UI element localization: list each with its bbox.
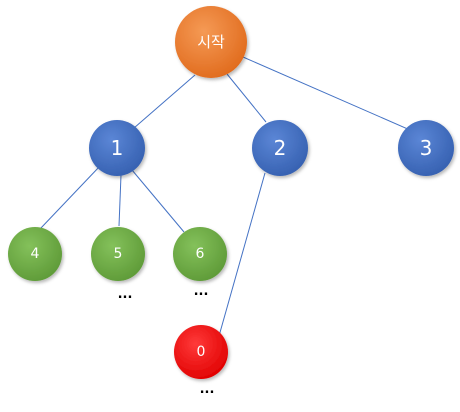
- edge-start-3: [242, 56, 411, 131]
- node-start-circle: [175, 6, 247, 78]
- edge-start-1: [133, 74, 196, 129]
- ellipsis-under-6: ...: [194, 284, 209, 299]
- node-4-label: 4: [31, 246, 40, 262]
- ellipsis-under-0: ...: [200, 382, 215, 397]
- node-0: [174, 325, 228, 379]
- node-start: [175, 6, 247, 78]
- node-1-circle: [89, 120, 145, 176]
- ellipsis-under-5: ...: [118, 287, 133, 302]
- node-1-label: 1: [111, 136, 124, 160]
- node-6: [173, 227, 227, 281]
- edges: [39, 56, 411, 337]
- node-5: [91, 227, 145, 281]
- node-0-circle: [174, 325, 228, 379]
- node-6-circle: [173, 227, 227, 281]
- node-4-circle: [8, 227, 62, 281]
- node-4: [8, 227, 62, 281]
- node-3-label: 3: [420, 136, 433, 160]
- edge-2-0: [218, 172, 266, 337]
- node-2-label: 2: [274, 136, 287, 160]
- node-2-circle: [252, 120, 308, 176]
- node-6-label: 6: [196, 246, 205, 262]
- node-0-label: 0: [197, 344, 206, 360]
- node-1: [89, 120, 145, 176]
- node-3-circle: [398, 120, 454, 176]
- edge-1-4: [39, 165, 101, 230]
- node-3: [398, 120, 454, 176]
- node-5-label: 5: [114, 246, 123, 262]
- edge-1-6: [131, 169, 185, 233]
- edge-start-2: [226, 73, 267, 123]
- edge-1-5: [118, 174, 122, 227]
- node-start-label: 시작: [197, 33, 225, 51]
- node-5-circle: [91, 227, 145, 281]
- node-2: [252, 120, 308, 176]
